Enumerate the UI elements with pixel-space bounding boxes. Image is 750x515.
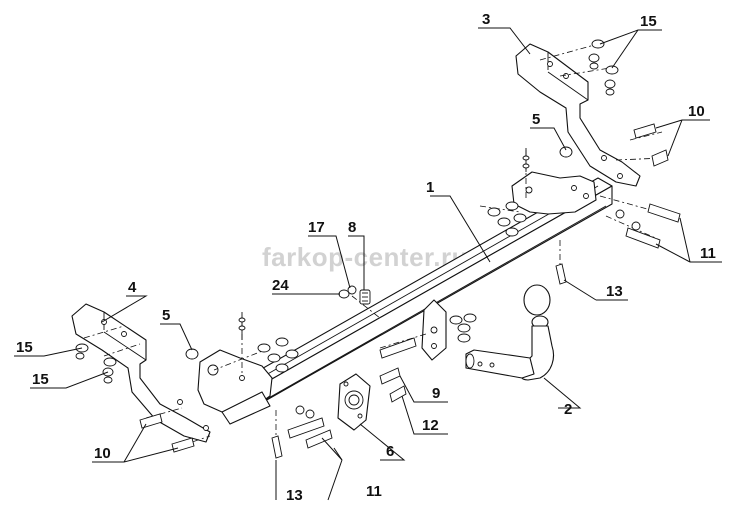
callout-17: 17 [308, 219, 325, 236]
tow-ball [465, 284, 555, 381]
callout-8: 8 [348, 219, 356, 236]
callout-leaders [14, 27, 722, 501]
callout-9: 9 [432, 385, 440, 402]
callout-13-right: 13 [606, 283, 623, 300]
callout-1: 1 [426, 179, 434, 196]
callout-11-right: 11 [700, 245, 716, 262]
callout-3: 3 [482, 11, 490, 28]
callout-24: 24 [272, 277, 289, 294]
electrical-socket-plate [337, 373, 371, 431]
callout-11-left: 11 [366, 483, 382, 500]
watermark: farkop-center.ru [262, 242, 468, 272]
callout-15-right: 15 [640, 13, 657, 30]
right-side-bracket [515, 43, 641, 187]
callout-15-left-upper: 15 [16, 339, 33, 356]
callout-10-right: 10 [688, 103, 705, 120]
left-beam-mount-plate [197, 349, 273, 425]
callout-6: 6 [386, 443, 394, 460]
callout-12: 12 [422, 417, 439, 434]
callout-4: 4 [128, 279, 137, 296]
callout-labels: 1 2 3 4 5 5 6 8 9 10 10 11 11 12 13 13 1… [16, 11, 716, 504]
callout-5-right: 5 [532, 111, 540, 128]
socket-bracket [421, 299, 447, 361]
hardware-fasteners [75, 39, 681, 459]
callout-13-left: 13 [286, 487, 303, 504]
callout-10-left: 10 [94, 445, 111, 462]
callout-15-left-lower: 15 [32, 371, 49, 388]
callout-5-left: 5 [162, 307, 170, 324]
assembly-centerlines [83, 43, 681, 462]
left-side-bracket [71, 303, 211, 443]
right-beam-mount-plate [511, 171, 597, 215]
callout-2: 2 [564, 401, 572, 418]
